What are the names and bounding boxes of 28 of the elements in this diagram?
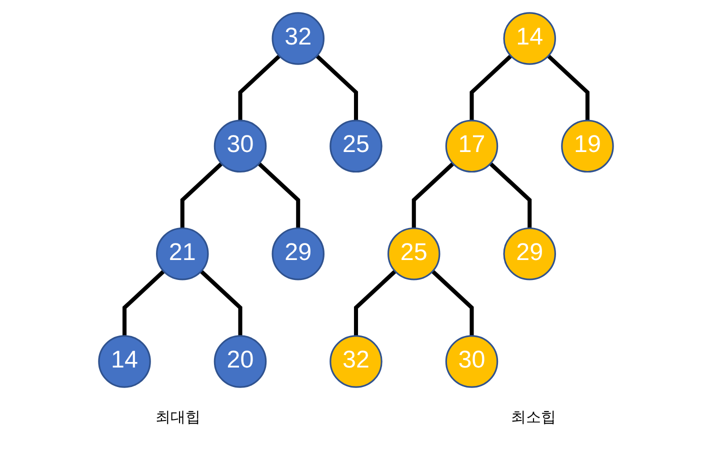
node-circle: 14 xyxy=(502,12,556,65)
node-circle: 20 xyxy=(213,335,266,388)
node-circle: 29 xyxy=(271,227,324,280)
node-circle: 14 xyxy=(98,335,150,388)
node-circle: 32 xyxy=(271,12,324,65)
node-circle: 32 xyxy=(329,335,382,388)
node-circle: 25 xyxy=(386,227,440,280)
connector xyxy=(488,162,532,228)
connector xyxy=(180,162,222,228)
connector xyxy=(314,54,358,121)
connector xyxy=(122,270,165,336)
connector xyxy=(411,162,454,228)
connector xyxy=(199,270,242,336)
connector xyxy=(257,162,300,228)
connector xyxy=(353,270,396,336)
node-circle: 30 xyxy=(213,120,266,173)
caption-text: 최소힙 xyxy=(510,408,556,427)
node-circle: 17 xyxy=(444,120,498,173)
node-circle: 19 xyxy=(560,120,614,173)
node-circle: 29 xyxy=(502,227,556,280)
connector xyxy=(546,54,589,121)
node-circle: 30 xyxy=(444,335,498,388)
connector xyxy=(469,54,512,121)
caption-text: 최대힙 xyxy=(155,408,200,427)
connector xyxy=(430,270,474,336)
connector xyxy=(238,54,280,121)
node-circle: 25 xyxy=(329,120,382,173)
node-circle: 21 xyxy=(156,227,208,280)
